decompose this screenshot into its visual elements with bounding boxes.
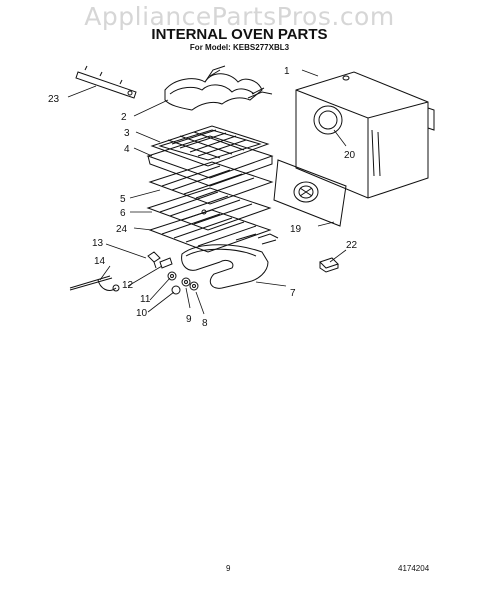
callout-24: 24 [116,224,128,235]
diagram-title: INTERNAL OVEN PARTS [151,26,328,43]
leader-lines [67,69,347,315]
part-24-rack [148,209,272,253]
callout-3: 3 [124,128,130,139]
callout-22: 22 [346,240,358,251]
callout-10: 10 [136,308,148,319]
part-8-nut [189,281,199,291]
callout-14: 14 [94,256,106,267]
site-watermark: AppliancePartsPros.com [84,2,395,31]
callout-23: 23 [48,94,60,105]
part-10-nut [171,285,181,295]
part-13-clip [147,251,161,269]
callout-12: 12 [122,280,134,291]
part-19-fan-cover [273,159,347,227]
part-4-broil-pan [146,135,274,187]
callout-2: 2 [121,112,127,123]
callout-6: 6 [120,208,126,219]
callout-9: 9 [186,314,192,325]
part-14-oven-sensor [69,275,120,292]
part-9-washer [181,277,191,287]
callout-8: 8 [202,318,208,329]
part-2-broil-element [164,65,273,111]
document-number: 4174204 [398,564,430,573]
callout-5: 5 [120,194,126,205]
model-line: For Model: KEBS277XBL3 [189,43,290,52]
callout-1: 1 [284,66,290,77]
part-23-bracket [75,65,137,99]
callout-4: 4 [124,144,130,155]
part-22-switch [319,257,339,273]
part-7-bake-element [181,233,279,289]
callout-20: 20 [344,150,356,161]
callout-11: 11 [140,294,151,305]
part-3-broil-pan-insert [150,125,270,167]
part-11-washer [167,271,177,281]
callout-13: 13 [92,238,104,249]
callout-19: 19 [290,224,302,235]
part-5-oven-rack [148,161,274,205]
page-number: 9 [226,564,231,573]
callout-7: 7 [290,288,296,299]
part-1-oven-cavity [295,71,435,199]
